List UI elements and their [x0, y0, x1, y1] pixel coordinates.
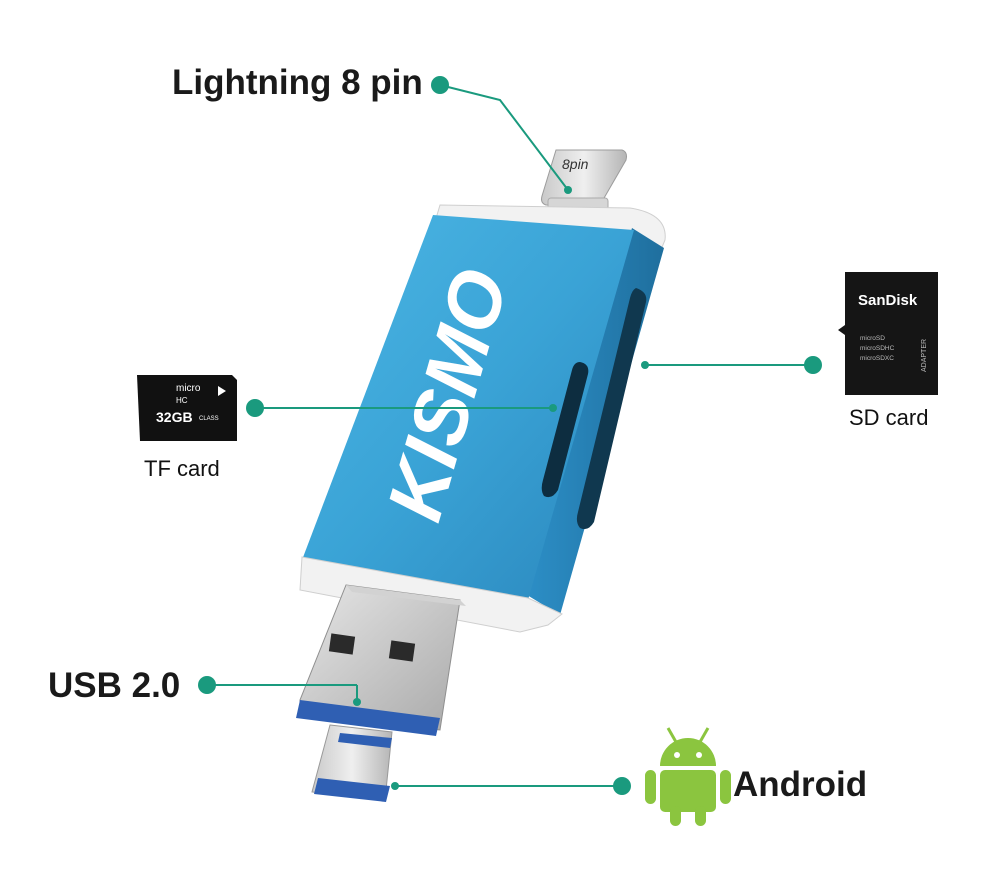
android-icon	[645, 727, 731, 826]
callout-dot-usb	[198, 676, 216, 694]
svg-text:microSDHC: microSDHC	[860, 345, 895, 352]
svg-text:HC: HC	[176, 396, 188, 405]
tf-card: micro HC 32GB CLASS	[137, 375, 237, 441]
bottom-cap	[299, 556, 563, 633]
sd-card: SanDisk microSD microSDHC microSDXC ADAP…	[838, 272, 938, 395]
callout-dot-android	[613, 777, 631, 795]
callout-dot-lightning	[431, 76, 449, 94]
lightning-label: Lightning 8 pin	[172, 63, 423, 102]
svg-text:microSD: microSD	[860, 335, 885, 342]
svg-text:micro: micro	[176, 383, 201, 394]
lightning-connector: 8pin	[541, 149, 627, 213]
svg-text:microSDXC: microSDXC	[860, 355, 894, 362]
svg-text:ADAPTER: ADAPTER	[921, 339, 928, 372]
callout-dot-sd	[804, 356, 822, 374]
callouts	[207, 84, 813, 787]
usb-a-connector	[296, 584, 466, 736]
tf-card-label: TF card	[144, 456, 220, 481]
usb-label: USB 2.0	[48, 666, 181, 705]
android-label: Android	[733, 765, 868, 804]
callout-lightning	[439, 84, 569, 191]
sd-brand: SanDisk	[858, 292, 918, 309]
device-body: KISMO	[302, 215, 664, 615]
svg-text:32GB: 32GB	[156, 409, 193, 425]
pin-tag: 8pin	[562, 156, 589, 172]
sd-card-label: SD card	[849, 405, 929, 430]
micro-usb-connector	[311, 724, 393, 802]
svg-text:CLASS: CLASS	[199, 416, 219, 422]
callout-dot-tf	[246, 399, 264, 417]
callout-dots	[198, 76, 822, 795]
